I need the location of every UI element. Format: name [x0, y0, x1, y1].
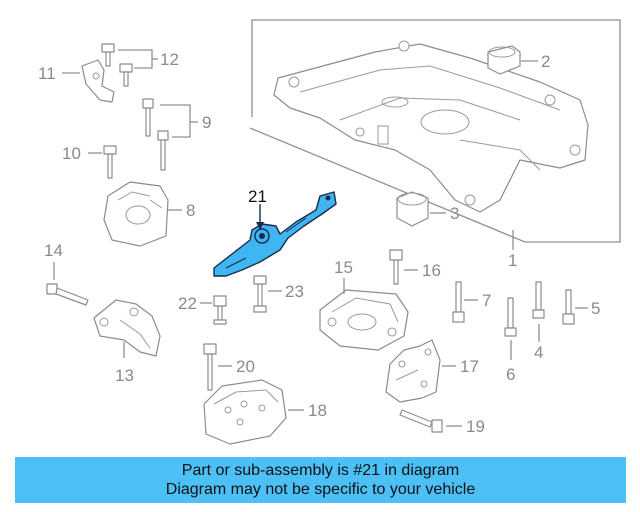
callout-20: 20: [236, 357, 255, 376]
info-banner: Part or sub-assembly is #21 in diagram D…: [15, 457, 626, 503]
bolt-16-part[interactable]: [389, 249, 403, 285]
banner-line-2: Diagram may not be specific to your vehi…: [165, 481, 476, 498]
callout-8: 8: [186, 201, 195, 220]
banner-line-1: Part or sub-assembly is #21 in diagram: [181, 462, 460, 479]
callout-10: 10: [62, 144, 81, 163]
engine-mount-8-part[interactable]: [103, 181, 169, 247]
callout-13: 13: [115, 366, 134, 385]
bolt-9b-part[interactable]: [157, 130, 169, 171]
torque-arm-21-part[interactable]: [213, 191, 337, 277]
bolt-12a-part[interactable]: [101, 43, 115, 67]
bolt-10-part[interactable]: [103, 145, 117, 179]
callout-14: 14: [44, 241, 63, 260]
callout-17: 17: [460, 357, 479, 376]
callout-2: 2: [541, 52, 550, 71]
bolt-19-part[interactable]: [399, 409, 443, 433]
mount-13-part[interactable]: [93, 299, 161, 357]
callout-1: 1: [508, 251, 517, 270]
callout-9: 9: [202, 113, 211, 132]
bolt-6-part[interactable]: [504, 297, 517, 337]
mount-15-part[interactable]: [319, 289, 409, 351]
callout-7: 7: [482, 291, 491, 310]
callout-16: 16: [422, 261, 441, 280]
mount-18-part[interactable]: [203, 379, 287, 445]
bolt-23-part[interactable]: [253, 275, 267, 313]
callout-6: 6: [506, 365, 515, 384]
callout-18: 18: [308, 401, 327, 420]
callout-15: 15: [334, 258, 353, 277]
callout-12: 12: [160, 50, 179, 69]
bushing-lower-part[interactable]: [396, 191, 429, 227]
bushing-upper-part[interactable]: [487, 45, 521, 75]
bolt-22-part[interactable]: [213, 295, 227, 325]
bolt-9a-part[interactable]: [142, 98, 154, 137]
callout-11: 11: [38, 64, 56, 83]
bolt-4-part[interactable]: [532, 281, 545, 319]
subframe-part[interactable]: [249, 19, 621, 243]
callout-3: 3: [450, 204, 459, 223]
bolt-7-part[interactable]: [452, 281, 465, 323]
bolt-12b-part[interactable]: [119, 63, 133, 87]
bolt-20-part[interactable]: [203, 343, 217, 391]
bolt-14-part[interactable]: [46, 283, 89, 306]
callout-4: 4: [534, 343, 543, 362]
callout-23: 23: [285, 282, 304, 301]
callout-22: 22: [178, 294, 197, 313]
bracket-17-part[interactable]: [385, 339, 441, 403]
bracket-11-part[interactable]: [81, 59, 115, 103]
callout-5: 5: [591, 299, 600, 318]
callout-21: 21: [248, 187, 267, 206]
callout-19: 19: [466, 417, 485, 436]
bolt-5-part[interactable]: [562, 289, 575, 325]
parts-diagram: 1 2 3 4 5 6 7 8: [38, 19, 621, 445]
